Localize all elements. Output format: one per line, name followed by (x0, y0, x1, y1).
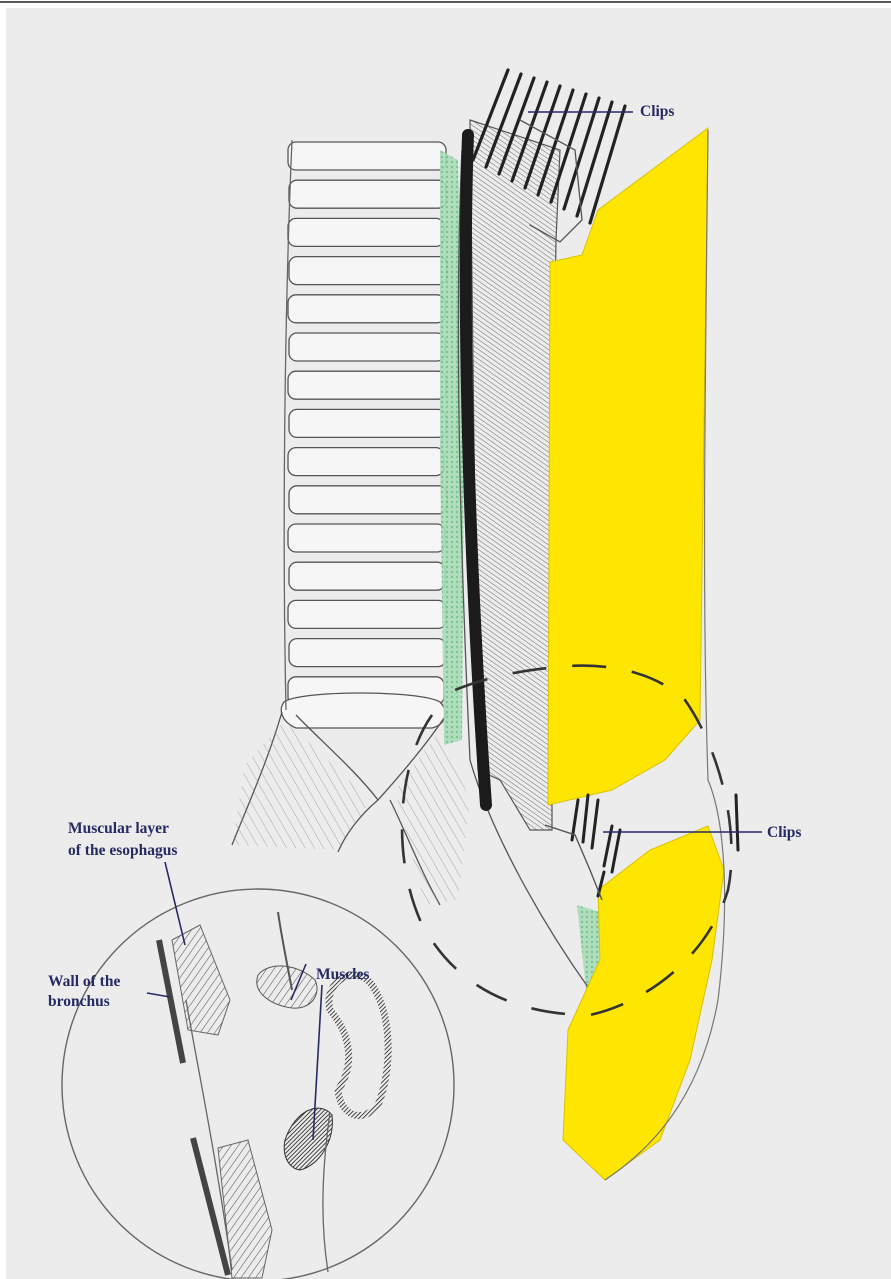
trachea-ring (288, 600, 446, 628)
label-muscular-layer-line1: Muscular layer (68, 820, 169, 837)
label-muscular-layer-line2: of the esophagus (68, 842, 177, 859)
trachea-ring (288, 295, 445, 323)
trachea-ring (289, 333, 445, 361)
trachea-ring (288, 142, 446, 170)
trachea-ring (288, 448, 444, 476)
label-wall-line1: Wall of the (48, 973, 120, 990)
trachea-ring (289, 562, 445, 590)
label-wall-line2: bronchus (48, 993, 110, 1010)
label-muscles: Muscles (316, 966, 369, 983)
label-clips-top: Clips (640, 103, 674, 120)
trachea-ring (288, 524, 445, 552)
trachea-ring (289, 639, 446, 667)
trachea-ring (289, 409, 446, 437)
trachea-ring (289, 257, 447, 285)
trachea-ring (289, 486, 447, 514)
trachea-ring (288, 371, 446, 399)
trachea-ring (288, 218, 444, 246)
label-clips-middle: Clips (767, 824, 801, 841)
trachea (281, 142, 447, 728)
trachea-ring (289, 180, 446, 208)
trachea-base-ring (281, 693, 445, 728)
